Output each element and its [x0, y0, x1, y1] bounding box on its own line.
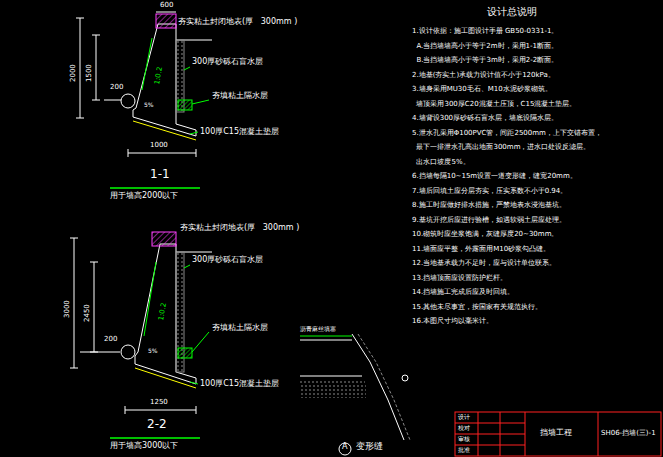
- drawing-label: 1000: [150, 142, 168, 150]
- note-line: 2.地基(夯实土)承载力设计值不小于120kPa。: [412, 72, 555, 80]
- drawing-label: 100厚C15混凝土垫层: [200, 380, 279, 389]
- note-line: 最下一排泄水孔高出地面300mm，进水口处设反滤层。: [412, 144, 590, 152]
- note-line: 3.墙身采用MU30毛石、M10水泥砂浆砌筑。: [412, 86, 552, 94]
- drawing-label: 夯实粘土封闭地表(厚 300mm ): [178, 18, 297, 27]
- drawing-label: 1:0.2: [154, 66, 165, 85]
- drawing-label: 1250: [150, 399, 168, 407]
- drawing-label: 2000: [70, 64, 78, 82]
- drawing-label: 变形缝: [356, 442, 383, 452]
- drawing-label: 3000: [64, 300, 72, 318]
- drawing-label: 5%: [144, 102, 154, 109]
- drawing-label: 1:0.2: [158, 302, 169, 321]
- drawing-label: A: [342, 443, 347, 452]
- drawing-label: 300厚砂砾石盲水层: [192, 256, 263, 265]
- drawing-label: 1500: [86, 64, 94, 82]
- note-line: 10.砌筑时应坐浆饱满，灰缝厚度20~30mm。: [412, 231, 558, 239]
- note-line: 4.墙背设300厚砂砾石盲水层，墙底设隔水层。: [412, 115, 558, 123]
- note-line: 墙顶采用300厚C20混凝土压顶，C15混凝土垫层。: [412, 101, 576, 109]
- drawing-label: 夯填粘土隔水层: [212, 92, 268, 101]
- drawing-label: 设计: [458, 414, 470, 421]
- drawing-label: 挡墙工程: [540, 429, 572, 438]
- drawing-label: 1-1: [150, 168, 170, 181]
- drawing-label: 校对: [458, 425, 470, 432]
- drawing-label: 用于墙高3000以下: [110, 442, 178, 451]
- drawing-label: 夯填粘土隔水层: [212, 324, 268, 333]
- note-line: 5.泄水孔采用Φ100PVC管，间距2500mm，上下交错布置，: [412, 130, 602, 138]
- note-line: 7.墙后回填土应分层夯实，压实系数不小于0.94。: [412, 188, 567, 196]
- drawing-label: SH06-挡墙(三)-1: [601, 430, 656, 438]
- note-line: 12.当地基承载力不足时，应与设计单位联系。: [412, 260, 556, 268]
- drawing-label: 100厚C15混凝土垫层: [200, 128, 279, 137]
- note-line: B.当挡墙墙高小于等于3m时，采用2-2断面。: [412, 57, 558, 65]
- drawing-label: 200: [104, 336, 117, 344]
- drawing-label: 600: [160, 2, 173, 10]
- note-line: 8.施工时应做好排水措施，严禁地表水浸泡基坑。: [412, 202, 566, 210]
- drawing-label: 200: [110, 84, 123, 92]
- drawing-label: 审核: [458, 436, 470, 443]
- note-line: 6.挡墙每隔10~15m设置一道变形缝，缝宽20mm。: [412, 173, 577, 181]
- notes-title: 设计总说明: [487, 6, 537, 17]
- drawing-label: 沥青麻丝填塞: [300, 326, 336, 333]
- note-line: 14.挡墙施工完成后应及时回填。: [412, 289, 514, 297]
- note-line: 9.基坑开挖后应进行验槽，如遇软弱土层应处理。: [412, 217, 566, 225]
- drawing-label: 2450: [84, 304, 92, 322]
- note-line: 出水口坡度5%。: [412, 159, 470, 167]
- drawing-label: 用于墙高2000以下: [110, 192, 178, 201]
- drawing-label: 5%: [148, 348, 158, 355]
- drawing-label: 批准: [458, 447, 470, 454]
- drawing-label: 夯实粘土封闭地表(厚 300mm ): [180, 224, 299, 233]
- note-line: A.当挡墙墙高小于等于2m时，采用1-1断面。: [412, 43, 558, 51]
- note-line: 11.墙面应平整，外露面用M10砂浆勾凸缝。: [412, 246, 550, 254]
- note-line: 1.设计依据：施工图设计手册 GB50-0331-1。: [412, 28, 558, 36]
- drawing-label: 300厚砂砾石盲水层: [192, 58, 263, 67]
- note-line: 15.其他未尽事宜，按国家有关规范执行。: [412, 304, 542, 312]
- note-line: 16.本图尺寸均以毫米计。: [412, 318, 493, 326]
- note-line: 13.挡墙顶面应设置防护栏杆。: [412, 275, 507, 283]
- drawing-label: 2-2: [147, 418, 167, 431]
